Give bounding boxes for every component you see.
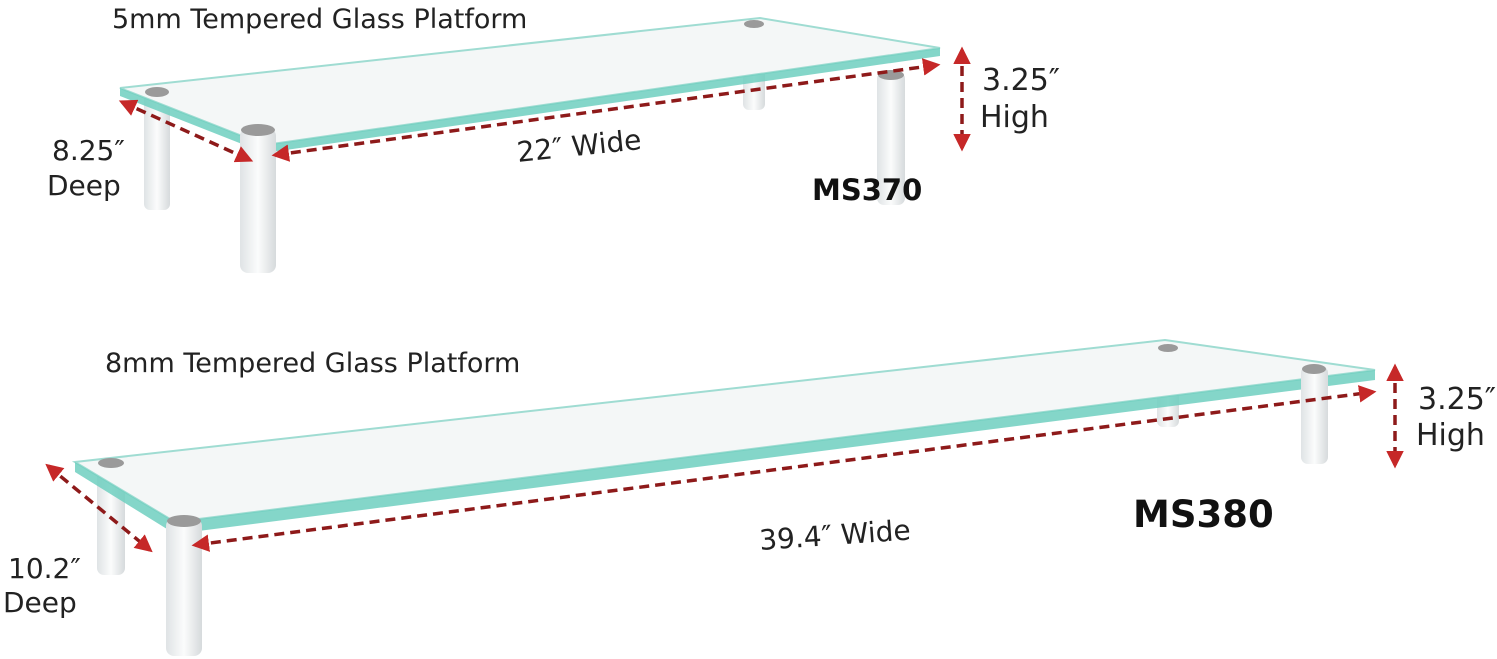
- ms370-depth-value: 8.25″: [52, 134, 125, 167]
- leg-cap: [145, 87, 169, 97]
- ms380-stand: 8mm Tempered Glass Platform 39.4″ Wide 1…: [3, 338, 1496, 656]
- ms370-model-label: MS370: [812, 173, 922, 207]
- ms380-model-label: MS380: [1133, 493, 1274, 536]
- ms370-depth-word: Deep: [47, 169, 121, 202]
- ms380-width-arrow: [191, 385, 1377, 552]
- leg-cap: [1302, 364, 1326, 374]
- ms380-depth-value: 10.2″: [8, 552, 81, 585]
- ms380-height-word: High: [1416, 418, 1485, 453]
- leg-cap: [167, 515, 201, 527]
- ms370-platform-label: 5mm Tempered Glass Platform: [112, 4, 527, 35]
- leg-cap: [241, 124, 275, 136]
- leg: [1301, 366, 1328, 464]
- ms380-width-label: 39.4″ Wide: [758, 513, 911, 556]
- leg-cap: [1158, 344, 1178, 352]
- ms370-height-value: 3.25″: [982, 63, 1060, 98]
- ms380-depth-arrow: [45, 463, 153, 553]
- leg-cap: [744, 20, 764, 28]
- ms370-width-label: 22″ Wide: [515, 123, 643, 169]
- ms370-stand: 5mm Tempered Glass Platform 22″ Wide 8.2…: [47, 4, 1060, 273]
- leg: [240, 128, 276, 273]
- leg: [166, 518, 202, 656]
- ms380-depth-word: Deep: [3, 586, 77, 619]
- ms380-height-value: 3.25″: [1418, 382, 1496, 417]
- ms370-height-word: High: [980, 100, 1049, 135]
- leg-cap: [98, 458, 124, 468]
- ms380-platform-label: 8mm Tempered Glass Platform: [105, 348, 520, 379]
- ms370-depth-arrow: [118, 99, 254, 163]
